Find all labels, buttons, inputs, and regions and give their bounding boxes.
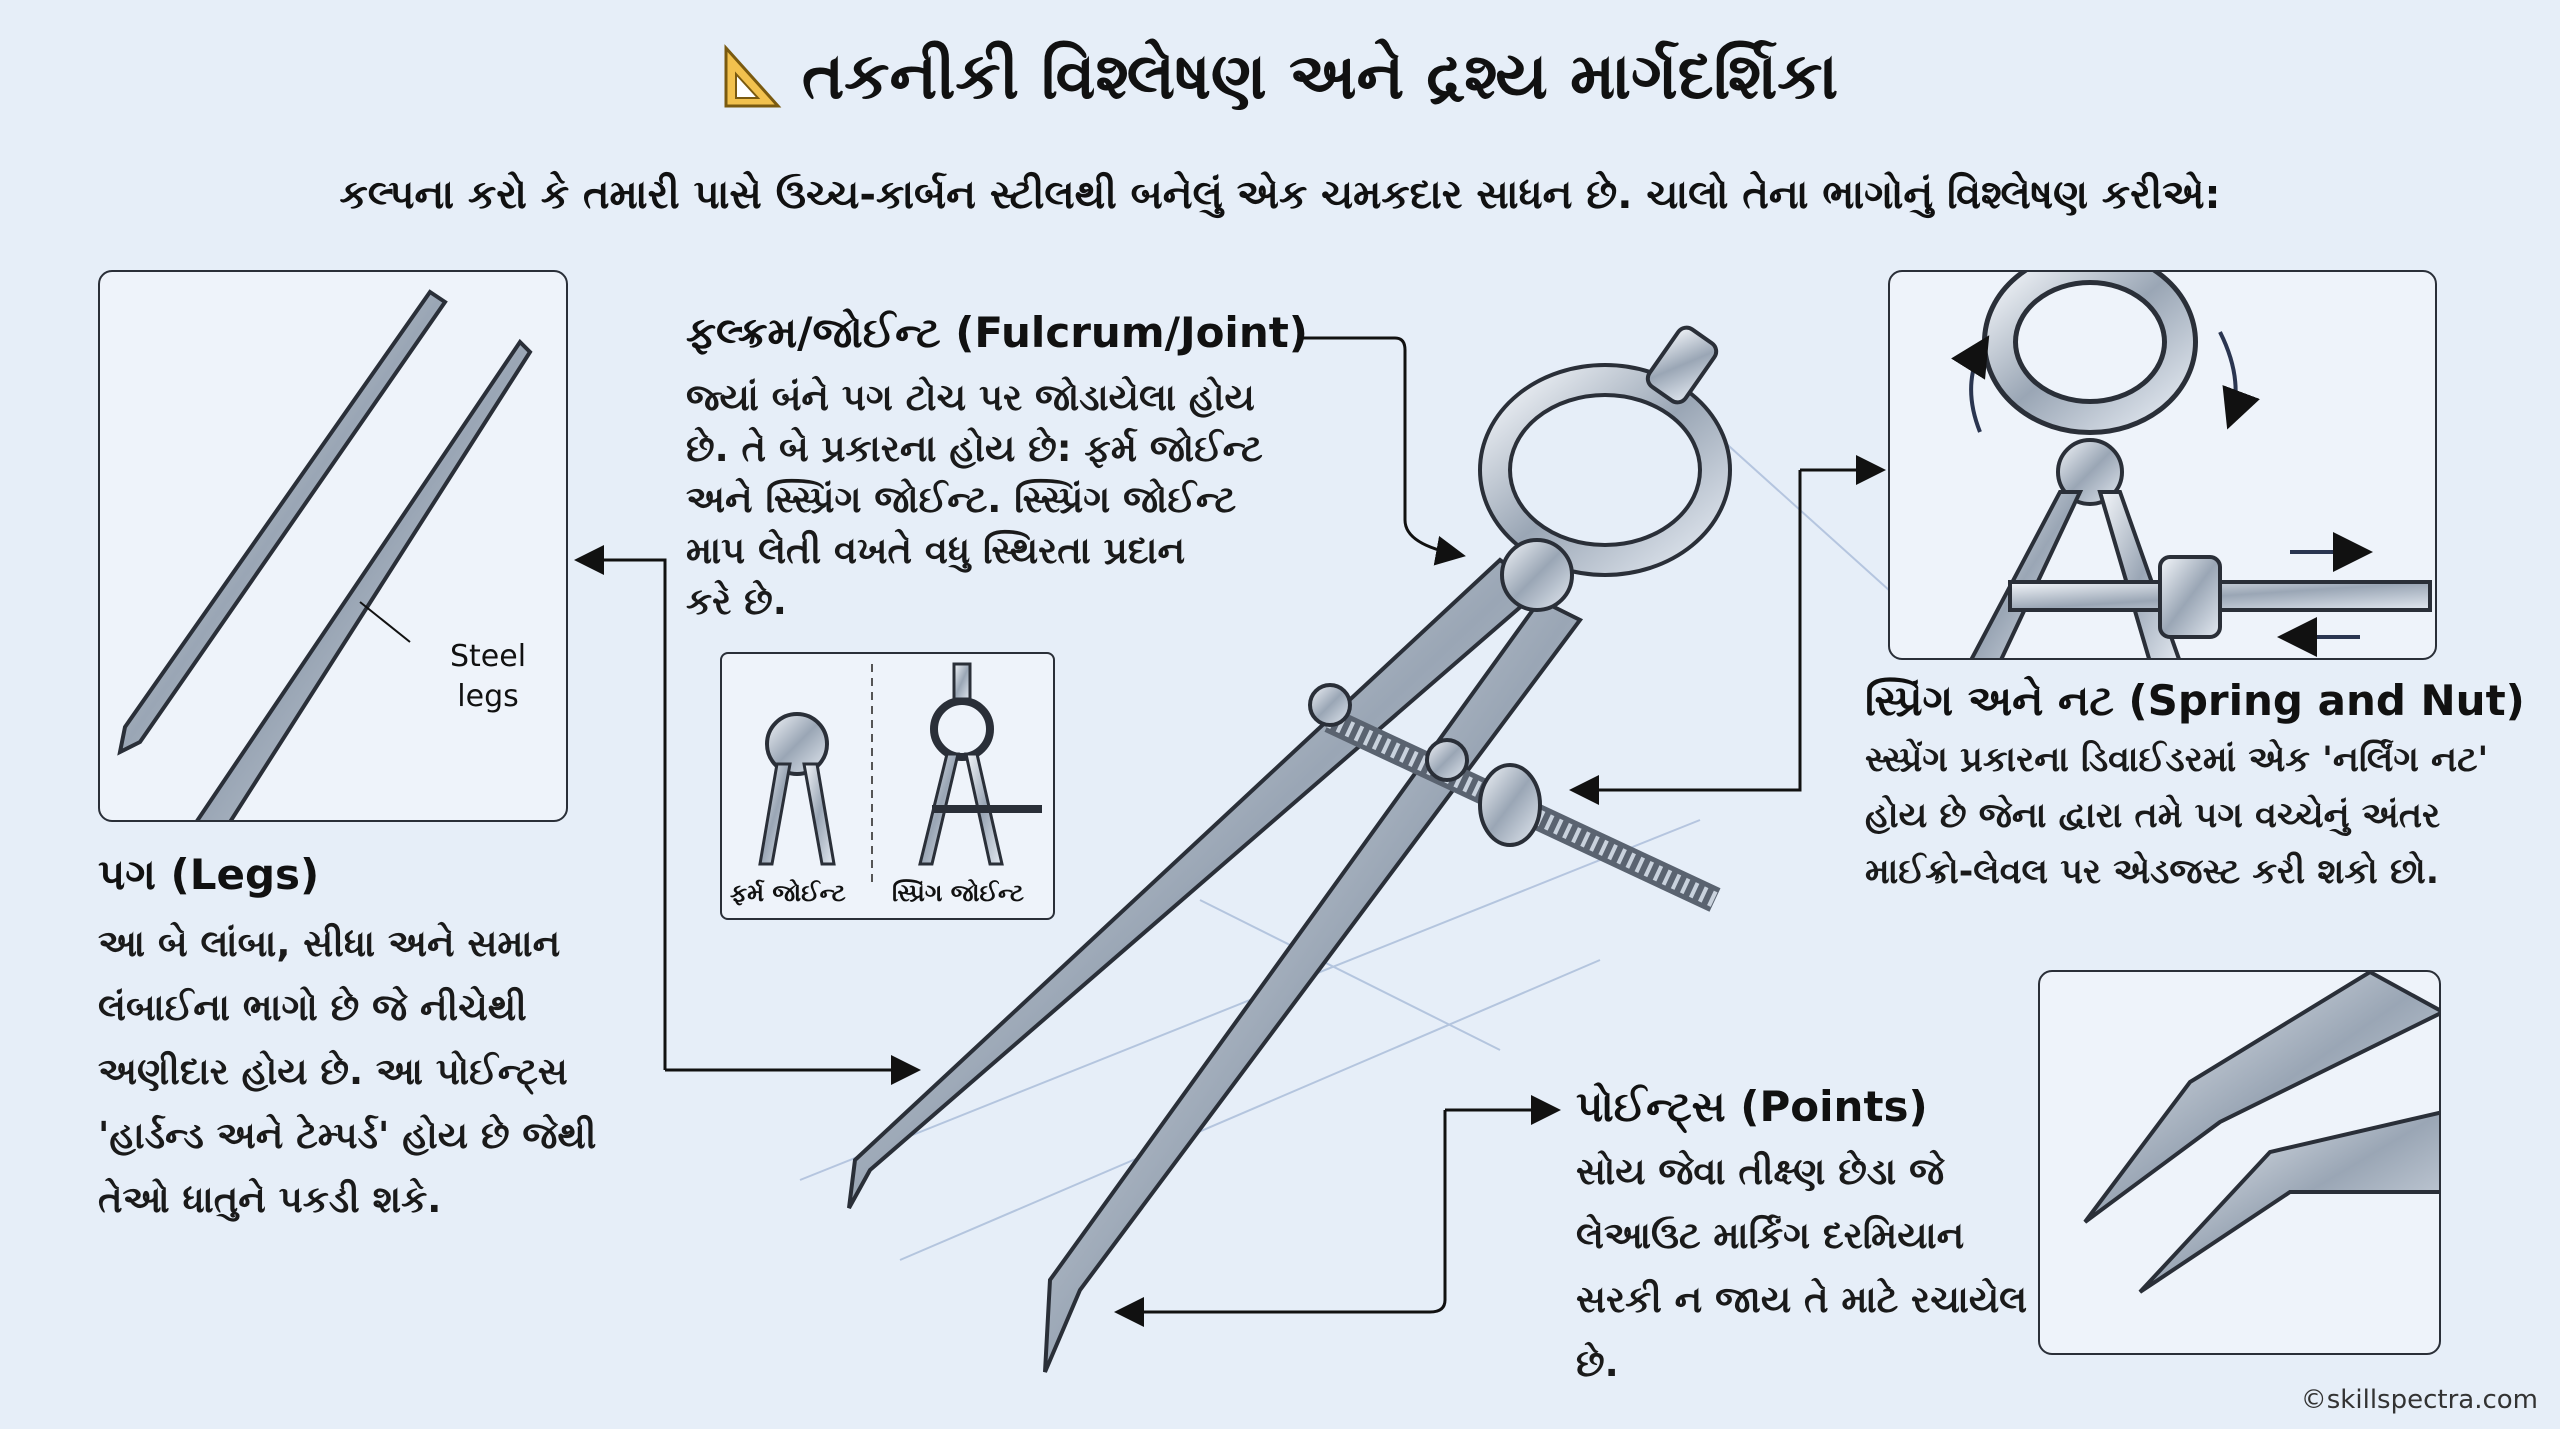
steel-label: Steel	[450, 639, 527, 674]
firm-joint-label: ફર્મ જોઈન્ટ	[730, 879, 846, 907]
subtitle: કલ્પના કરો કે તમારી પાસે ઉચ્ચ-કાર્બન સ્ટ…	[339, 172, 2221, 218]
fulcrum-heading: ફલ્ક્રમ/જોઈન્ટ (Fulcrum/Joint)	[686, 308, 1308, 357]
legs-closeup-image: Steel legs	[98, 270, 568, 822]
points-description: સોય જેવા તીક્ષ્ણ છેડા જેલેઆઉટ માર્કિંગ દ…	[1576, 1150, 2028, 1385]
joint-types-inset: ફર્મ જોઈન્ટ સ્પ્રિંગ જોઈન્ટ	[720, 652, 1055, 920]
spring-joint-label: સ્પ્રિંગ જોઈન્ટ	[892, 879, 1024, 907]
spring-heading: સ્પ્રિંગ અને નટ (Spring and Nut)	[1865, 676, 2525, 725]
points-heading: પોઈન્ટ્સ (Points)	[1576, 1082, 1928, 1131]
adjusting-screw	[1308, 683, 1721, 912]
page-title: તકનીકી વિશ્લેષણ અને દ્રશ્ય માર્ગદર્શિકા	[0, 40, 2560, 114]
legs-label: legs	[457, 679, 519, 714]
points-closeup-image	[2038, 970, 2441, 1355]
copyright: ©skillspectra.com	[2300, 1385, 2538, 1415]
right-leg	[1043, 597, 1584, 1373]
spring-ring	[1478, 325, 1732, 612]
spring-nut-closeup-image	[1888, 270, 2437, 660]
legs-heading: પગ (Legs)	[98, 850, 320, 899]
spring-description: સ્સ્પ્રેંગ પ્રકારના ડિવાઈડરમાં એક 'નર્લિ…	[1865, 740, 2489, 892]
set-square-icon	[724, 44, 782, 108]
page-title-text: તકનીકી વિશ્લેષણ અને દ્રશ્ય માર્ગદર્શિકા	[801, 40, 1839, 114]
